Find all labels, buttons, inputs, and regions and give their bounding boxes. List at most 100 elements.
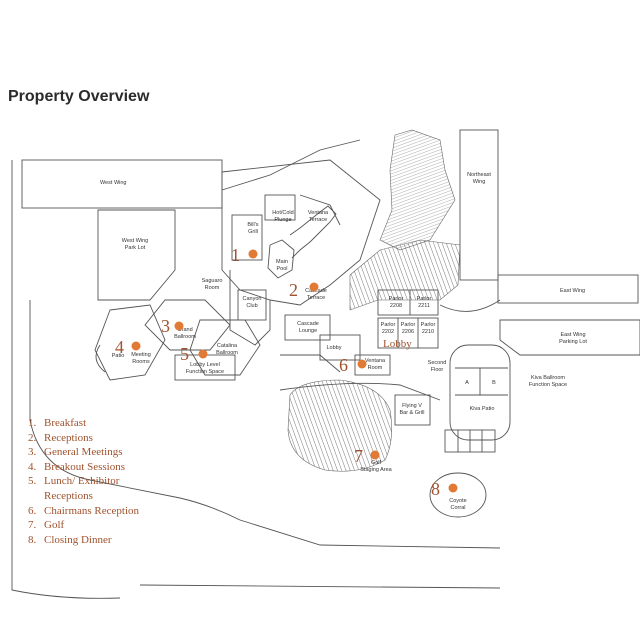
label-west-wing: West Wing — [100, 180, 127, 186]
north-path — [221, 139, 361, 191]
canyon-club-corridor — [229, 270, 271, 346]
marker-dot-2 — [309, 282, 319, 292]
marker-number-5: 5 — [180, 344, 189, 364]
grand-ballroom-building — [144, 299, 231, 351]
cascade-lounge-building — [284, 314, 331, 341]
coyote-corral-building — [429, 472, 487, 518]
legend-item-label: Chairmans Reception — [44, 504, 140, 517]
desert-landscape-east — [349, 239, 461, 311]
marker-number-1: 1 — [231, 245, 240, 265]
label-lobby-large: Lobby — [383, 338, 412, 350]
canyon-club-building — [237, 289, 267, 321]
legend-item-number: 6. — [28, 504, 37, 517]
east-road — [439, 299, 501, 312]
desert-landscape-north — [379, 129, 456, 251]
patio-outline — [95, 344, 106, 373]
event-markers: 1 2 3 4 5 6 7 8 — [115, 245, 458, 499]
page-title: Property Overview — [8, 88, 150, 105]
legend-item-label: Receptions — [44, 431, 93, 444]
marker-number-2: 2 — [289, 280, 298, 300]
legend-item-number: 3. — [28, 446, 37, 459]
marker-dot-5 — [198, 349, 208, 359]
marker-number-6: 6 — [339, 355, 348, 375]
lobby-building — [319, 334, 361, 361]
label-lobby-small: Lobby — [327, 345, 342, 351]
site-road-west — [29, 300, 501, 549]
marker-dot-7 — [370, 450, 380, 460]
marker-number-7: 7 — [354, 446, 363, 466]
legend-item: 4. Breakout Sessions — [28, 460, 188, 475]
ventana-terrace-edge — [299, 194, 341, 226]
legend-item-label: Closing Dinner — [44, 533, 112, 546]
legend-item: 8. Closing Dinner — [28, 533, 188, 548]
legend-item-label: Golf — [44, 519, 65, 532]
marker-number-8: 8 — [431, 479, 440, 499]
legend-item: 5.Lunch/ Exhibitor Receptions — [28, 474, 188, 503]
legend-item: 2. Receptions — [28, 431, 188, 446]
legend-item: 1. Breakfast — [28, 416, 188, 431]
main-pool-outline — [267, 239, 295, 279]
legend-item-number: 8. — [28, 533, 37, 546]
label-patio: Patio — [112, 353, 125, 359]
site-road-south — [139, 584, 501, 589]
marker-dot-6 — [357, 359, 367, 369]
marker-number-3: 3 — [161, 316, 170, 336]
golf-course-landscape — [287, 379, 392, 472]
hot-cold-plunge-area — [264, 194, 296, 221]
site-boundary-west — [11, 160, 121, 599]
legend-item-label: Breakout Sessions — [44, 460, 125, 473]
legend-item: 3.General Meetings — [28, 445, 188, 460]
cascade-steps — [289, 205, 337, 259]
marker-dot-4 — [131, 341, 141, 351]
marker-number-4: 4 — [115, 337, 124, 357]
lobby-drive — [280, 354, 341, 373]
legend-item-number: 4. — [28, 460, 37, 473]
legend-item-label: Breakfast — [44, 417, 87, 429]
flying-v-building — [394, 394, 431, 426]
legend-item-number: 7. — [28, 519, 37, 532]
east-wing-parking-lot — [499, 319, 640, 356]
legend-item-number: 5. — [28, 475, 37, 488]
label-room-a: A — [465, 380, 469, 386]
west-wing-park-lot — [97, 209, 176, 301]
parlor-block-lower — [377, 317, 439, 349]
east-wing-building — [497, 274, 639, 304]
meeting-rooms-building — [94, 304, 166, 381]
label-kiva-patio: Kiva Patio — [470, 406, 495, 412]
event-legend: 1. Breakfast 2. Receptions 3.General Meeti… — [28, 416, 188, 547]
pool-complex — [221, 159, 381, 306]
legend-item-number: 2. — [28, 431, 37, 444]
marker-dot-1 — [248, 249, 258, 259]
northeast-wing-building — [459, 129, 499, 281]
marker-dot-8 — [448, 483, 458, 493]
marker-dot-3 — [174, 321, 184, 331]
catalina-ballroom-building — [189, 319, 261, 376]
legend-item-number: 1. — [28, 417, 37, 429]
